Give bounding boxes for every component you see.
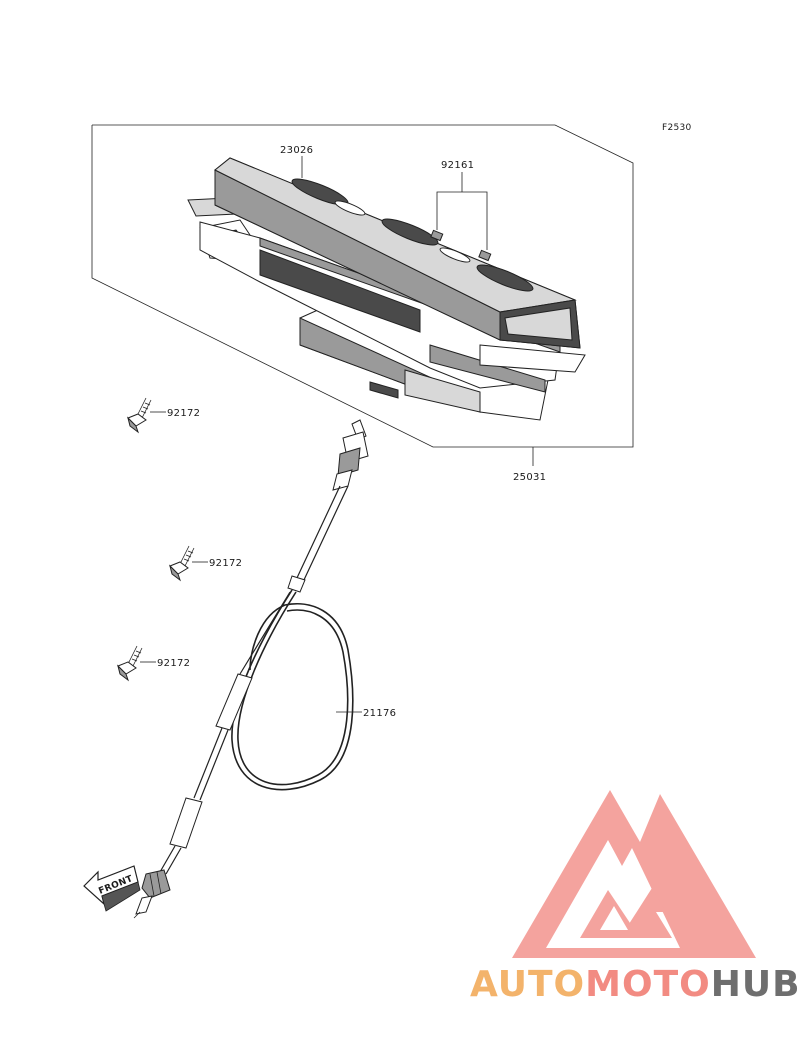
front-arrow-icon: FRONT (83, 865, 141, 912)
speedometer-cable (133, 419, 369, 919)
bolt-1 (127, 397, 152, 434)
assembly-frame (91, 124, 634, 448)
bolt-3 (117, 645, 143, 682)
label-23026: 23026 (280, 145, 313, 156)
label-92161: 92161 (441, 160, 474, 171)
automotohub-logo (512, 790, 756, 958)
label-25031: 25031 (513, 472, 546, 483)
watermark-moto: MOTO (585, 964, 711, 1005)
watermark-auto: AUTO (470, 964, 585, 1005)
leader-92161 (436, 191, 488, 250)
label-21176: 21176 (363, 708, 396, 719)
label-bolt-2: 92172 (209, 558, 242, 569)
label-bolt-1: 92172 (167, 408, 200, 419)
figure-code: F2530 (662, 123, 692, 133)
label-bolt-3: 92172 (157, 658, 190, 669)
meter-assembly (187, 157, 586, 421)
bolt-2 (169, 545, 195, 582)
watermark-text: AUTOMOTOHUB (470, 964, 800, 1005)
watermark-hub: HUB (711, 964, 800, 1005)
